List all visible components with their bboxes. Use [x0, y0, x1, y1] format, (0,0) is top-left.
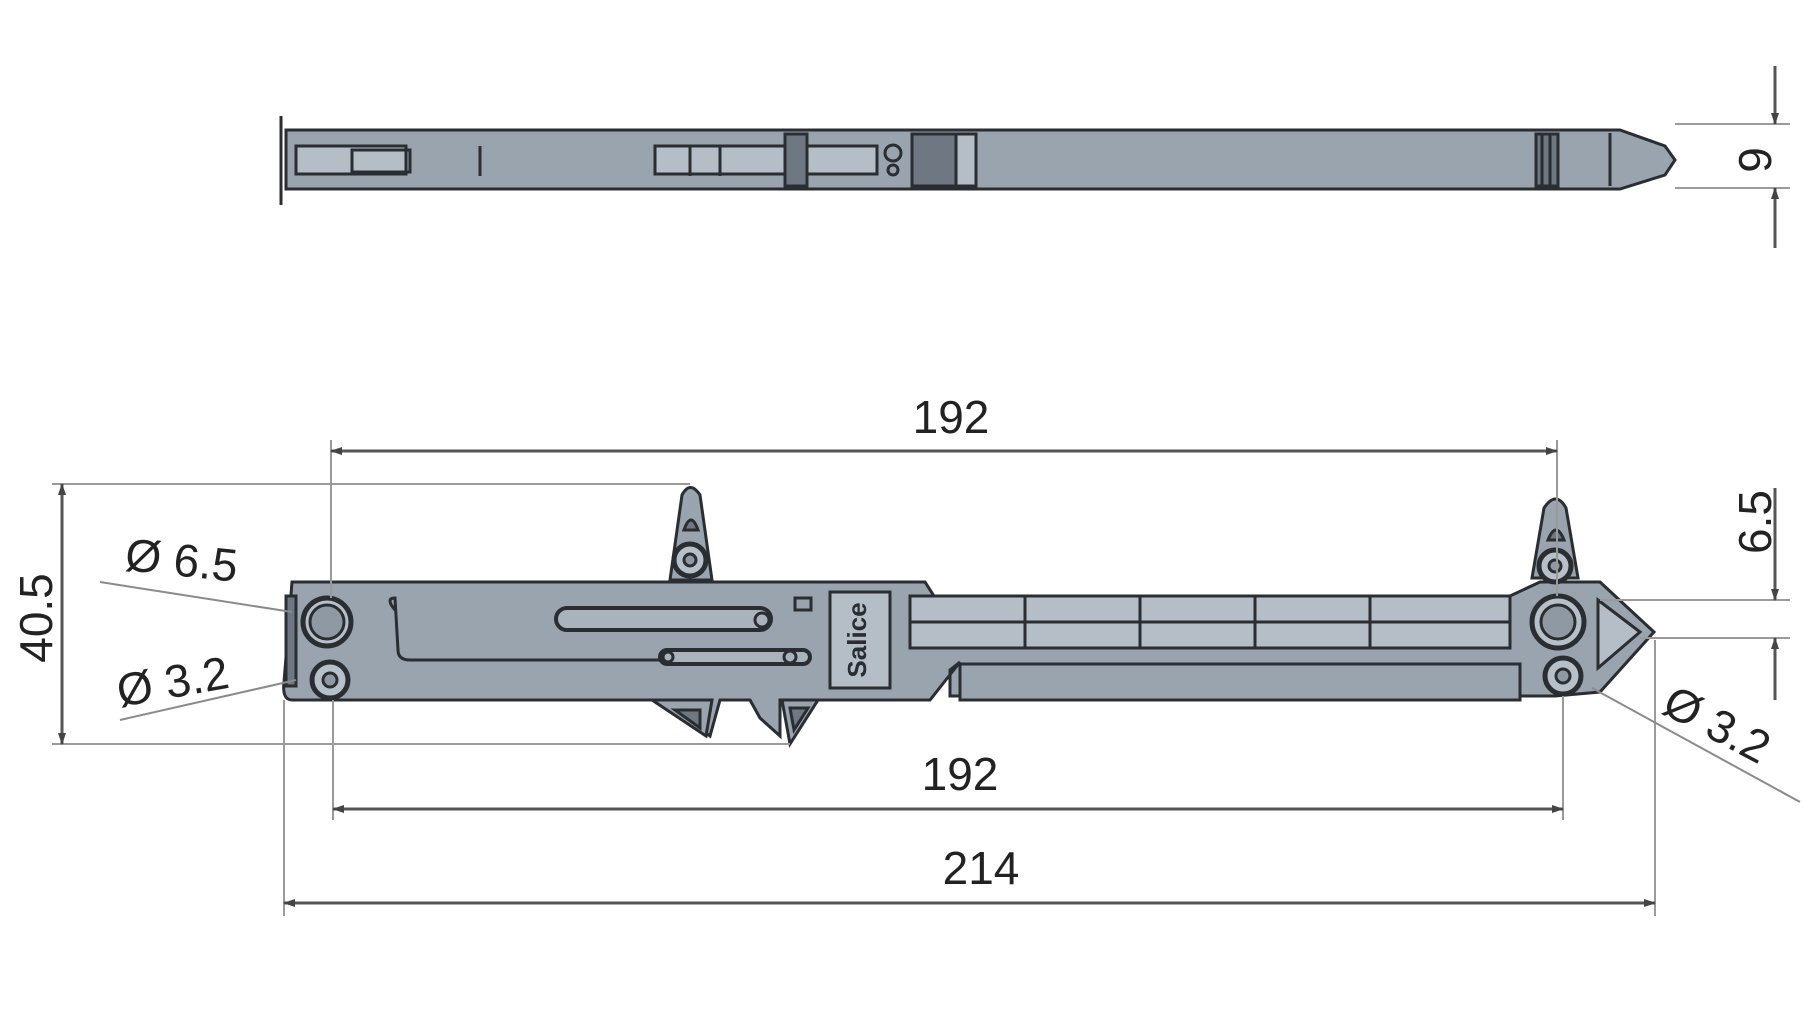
- dim-6-5: 6.5: [1600, 488, 1790, 700]
- logo-text: Salice: [842, 602, 872, 677]
- front-view-logo-badge: [828, 590, 892, 690]
- dim-214: 214: [283, 640, 1656, 916]
- top-view-clip-1: [783, 132, 809, 188]
- top-view-clip-2: [910, 132, 958, 188]
- dim-label-thickness: 9: [1729, 147, 1781, 173]
- front-view-part: Salice: [282, 486, 1657, 749]
- dim-diameter-6-5: Ø 6.5: [99, 528, 293, 613]
- front-view-hook-1: [647, 698, 714, 739]
- front-view-upper-slot: [554, 606, 773, 632]
- front-view-lower-rail: [958, 662, 1522, 702]
- top-view-left-slot: [350, 148, 412, 174]
- dim-label-40-5: 40.5: [10, 573, 62, 663]
- top-view-body: [284, 128, 1677, 191]
- dim-192-bottom: 192: [332, 696, 1564, 820]
- dim-label-diameter-3-2-left: Ø 3.2: [113, 646, 233, 717]
- dim-label-192-bottom: 192: [922, 748, 999, 800]
- dim-label-6-5: 6.5: [1729, 490, 1781, 554]
- front-view-arc-slot: [388, 596, 790, 662]
- dim-192-top: 192: [330, 391, 1558, 598]
- dim-label-diameter-3-2-right: Ø 3.2: [1655, 675, 1779, 774]
- dim-diameter-3-2-right: Ø 3.2: [1591, 675, 1801, 803]
- front-view-lower-slot: [658, 648, 812, 666]
- dim-label-214: 214: [943, 842, 1020, 894]
- dim-label-diameter-6-5: Ø 6.5: [123, 528, 240, 591]
- dim-label-192-top: 192: [913, 391, 990, 443]
- dim-40-5: 40.5: [10, 483, 790, 745]
- dim-diameter-3-2-left: Ø 3.2: [113, 646, 297, 721]
- top-view-part: [279, 116, 1677, 205]
- dim-thickness: 9: [1675, 66, 1790, 248]
- top-view-band: [1534, 132, 1560, 188]
